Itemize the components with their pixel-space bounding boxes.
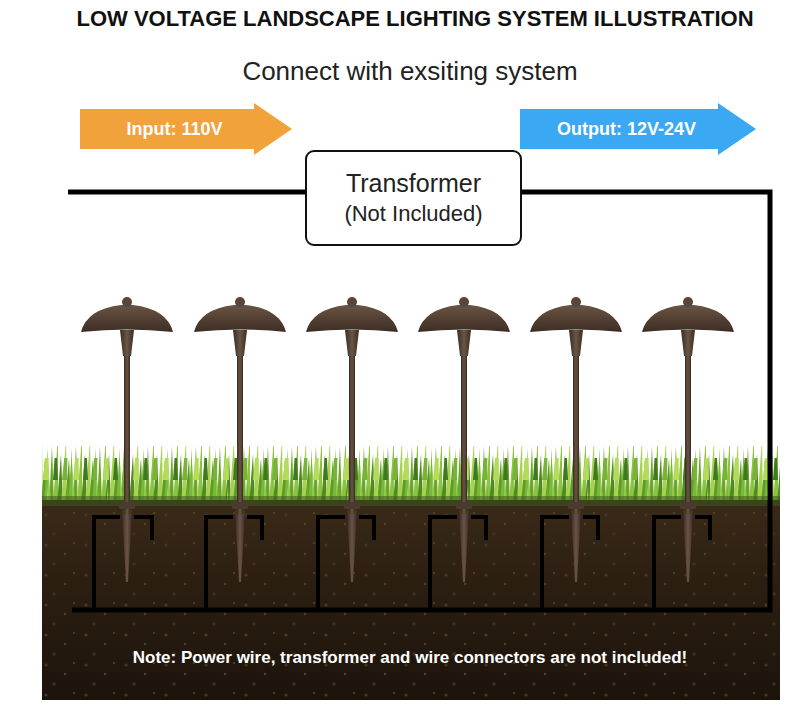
arrow-fill	[520, 103, 756, 155]
arrow-label: Output: 12V-24V	[557, 119, 696, 140]
branch-wires	[94, 517, 710, 610]
box-heading: Transformer	[346, 167, 481, 199]
transformer-box: Transformer(Not Included)	[305, 150, 522, 246]
arrow-label: Input: 110V	[127, 119, 223, 140]
box-subtext: (Not Included)	[344, 199, 482, 229]
note-text: Note: Power wire, transformer and wire c…	[40, 648, 780, 668]
path-lights	[81, 297, 734, 582]
title-text: LOW VOLTAGE LANDSCAPE LIGHTING SYSTEM IL…	[30, 6, 800, 32]
power-wire	[68, 192, 770, 610]
subtitle-text: Connect with exsiting system	[110, 56, 710, 87]
arrow-label-holder: Input: 110V	[80, 103, 269, 155]
arrow-fill	[80, 103, 292, 155]
output-arrow: Output: 12V-24V	[520, 103, 756, 155]
input-arrow: Input: 110V	[80, 103, 292, 155]
arrow-label-holder: Output: 12V-24V	[520, 103, 733, 155]
